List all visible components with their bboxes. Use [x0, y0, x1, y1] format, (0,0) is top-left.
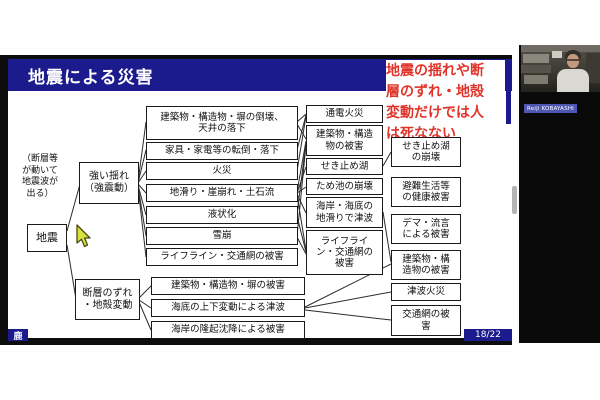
page-number-badge: 18/22	[464, 329, 512, 341]
node-rumor-damage: デマ・流言 による被害	[391, 214, 461, 244]
node-coast-uplift-damage: 海岸の隆起沈降による被害	[151, 321, 305, 339]
lab-shelf-icon	[521, 45, 600, 52]
node-avalanche: 雪崩	[146, 227, 298, 245]
node-fault-displacement: 断層のずれ ・地殻変動	[75, 279, 140, 320]
node-secondary-structure-damage: 建築物・構造 物の被害	[306, 125, 383, 156]
annotation-right-edge	[506, 91, 511, 124]
presenter-shirt	[557, 69, 589, 92]
participants-panel: Reiji KOBAYASHI	[519, 45, 600, 343]
node-reservoir-collapse: ため池の崩壊	[306, 178, 383, 195]
presenter-glasses	[567, 59, 579, 61]
red-annotation-text: 地震の揺れや断 層のずれ・地殻 変動だけでは人 は死なない	[386, 60, 505, 148]
node-evacuation-health-damage: 避難生活等 の健康被害	[391, 177, 461, 207]
node-building-collapse: 建築物・構造物・塀の倒壊、 天井の落下	[146, 106, 298, 140]
node-structure-damage: 建築物・構造物・塀の被害	[151, 277, 305, 295]
node-secondary-lifeline-damage: ライフライ ン・交通網の 被害	[306, 230, 383, 275]
node-lifeline-damage: ライフライン・交通網の被害	[146, 248, 298, 266]
participant-video[interactable]	[521, 45, 600, 92]
node-transport-damage: 交通網の被 害	[391, 305, 461, 336]
paper-stack-icon	[552, 51, 562, 58]
node-seafloor-tsunami: 海底の上下変動による津波	[151, 299, 305, 317]
node-fire: 火災	[146, 162, 298, 180]
university-badge: 鹿	[8, 329, 28, 342]
participant-name-label: Reiji KOBAYASHI	[524, 104, 577, 113]
node-dammed-lake: せき止め湖	[306, 158, 383, 175]
node-tertiary-structure-damage: 建築物・構 造物の被害	[391, 250, 461, 280]
node-strong-shaking: 強い揺れ （強震動）	[79, 162, 139, 204]
node-reenergization-fire: 通電火災	[306, 105, 383, 123]
node-furniture-fall: 家具・家電等の転倒・落下	[146, 142, 298, 160]
node-dammed-lake-collapse: せき止め湖 の崩壊	[391, 137, 461, 167]
lab-rack-icon	[586, 53, 600, 83]
lab-equipment-icon	[524, 75, 548, 84]
slide-title: 地震による災害	[28, 67, 154, 88]
lab-equipment-icon	[521, 65, 551, 73]
node-landslide-tsunami: 海岸・海底の 地滑りで津波	[306, 197, 383, 228]
earthquake-note: （断層等 が動いて 地震波が 出る）	[21, 154, 58, 200]
presenter-cursor-icon	[76, 224, 91, 248]
node-earthquake: 地震	[27, 224, 67, 252]
node-liquefaction: 液状化	[146, 206, 298, 224]
node-tsunami-fire: 津波火災	[391, 283, 461, 301]
lab-equipment-icon	[523, 54, 549, 63]
presenter-face	[567, 54, 579, 68]
node-landslide: 地滑り・崖崩れ・土石流	[146, 184, 298, 202]
panel-resize-handle[interactable]	[512, 186, 517, 214]
